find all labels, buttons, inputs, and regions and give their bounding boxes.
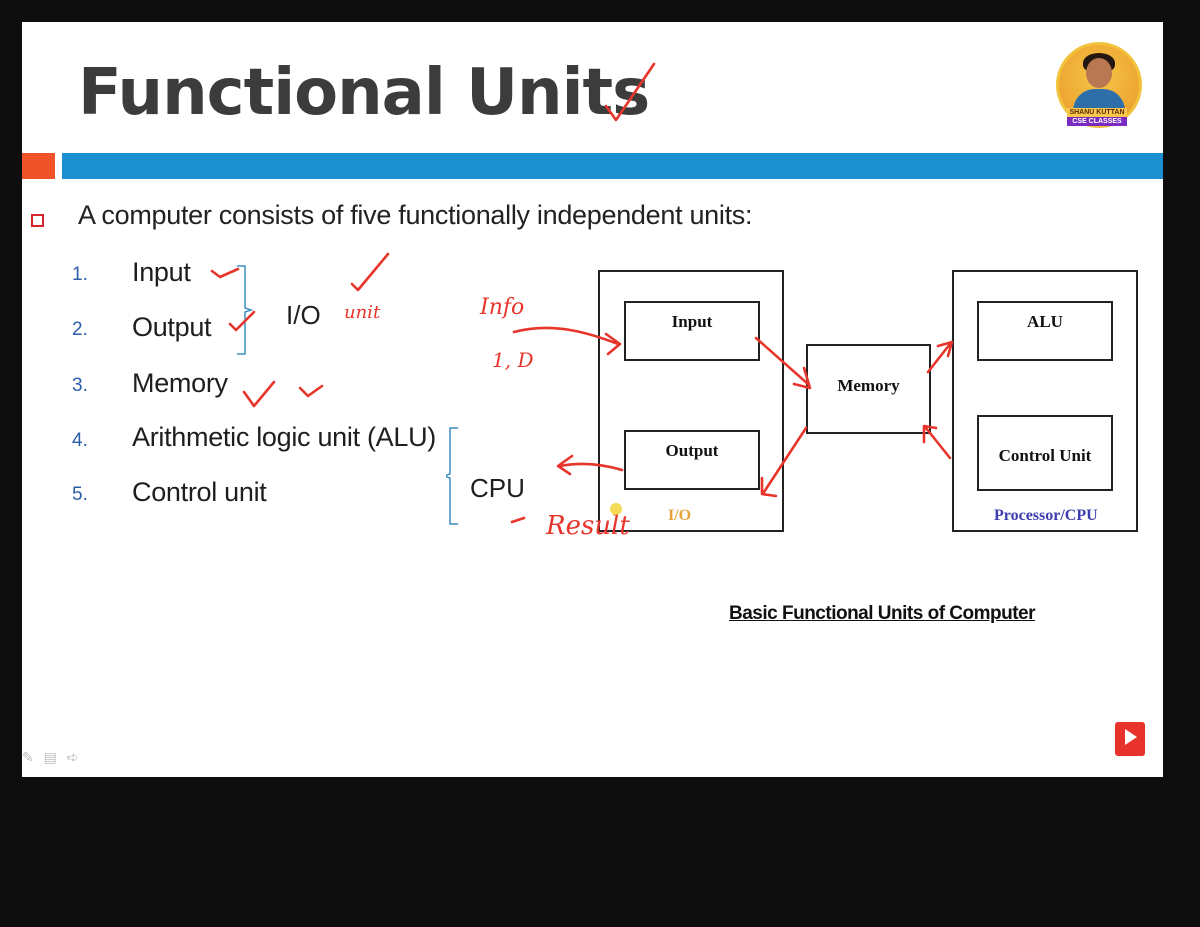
pen-icon[interactable]: ✎ [22, 749, 34, 765]
youtube-play-icon[interactable] [1115, 722, 1145, 756]
cpu-brace [446, 427, 458, 525]
slide-toolbar: ✎ ▤ ➪ [22, 749, 78, 766]
output-box: Output [624, 430, 760, 490]
arrow-right-icon[interactable]: ➪ [66, 749, 79, 765]
list-number: 5. [72, 484, 88, 505]
checkmark-io [350, 252, 390, 292]
io-brace [237, 265, 254, 355]
cpu-caption: Processor/CPU [994, 507, 1098, 524]
list-item-output: Output [132, 312, 212, 342]
io-label: I/O [286, 300, 321, 330]
accent-bar-blue [62, 153, 1163, 179]
list-number: 3. [72, 375, 88, 396]
input-box-label: Input [671, 312, 713, 331]
checkmark-memory-2 [298, 384, 324, 398]
list-item-memory: Memory [132, 368, 228, 398]
arrow-memory-to-alu [926, 340, 954, 374]
list-number: 4. [72, 430, 88, 451]
list-item-input: Input [132, 257, 191, 287]
slide-title: Functional Units [78, 56, 650, 130]
alu-box-label: ALU [1027, 312, 1063, 331]
annotation-info: Info [479, 295, 524, 320]
accent-bar-orange [22, 153, 55, 179]
slide: Functional Units SHANU KUTTAN CSE CLASSE… [22, 22, 1163, 777]
control-unit-box-label: Control Unit [998, 446, 1092, 465]
output-box-label: Output [665, 441, 719, 460]
checkmark-memory-1 [242, 380, 276, 408]
list-number: 1. [72, 264, 88, 285]
annotation-id: 1, D [492, 348, 533, 372]
cpu-label: CPU [470, 473, 525, 503]
alu-box: ALU [977, 301, 1113, 361]
memory-box-label: Memory [837, 376, 900, 395]
channel-name: SHANU KUTTAN [1067, 108, 1127, 117]
dash-result [510, 516, 526, 524]
channel-badge: SHANU KUTTAN CSE CLASSES [1067, 108, 1127, 126]
square-bullet-icon [31, 214, 44, 227]
annotation-unit: unit [344, 302, 381, 323]
control-unit-box: Control Unit [977, 415, 1113, 491]
list-item-control-unit: Control unit [132, 477, 267, 507]
io-caption: I/O [668, 507, 692, 524]
channel-subtitle: CSE CLASSES [1067, 117, 1127, 126]
memory-box: Memory [806, 344, 931, 434]
menu-icon[interactable]: ▤ [43, 749, 57, 765]
diagram-caption: Basic Functional Units of Computer [729, 603, 1036, 624]
input-box: Input [624, 301, 760, 361]
list-item-alu: Arithmetic logic unit (ALU) [132, 422, 436, 452]
list-number: 2. [72, 319, 88, 340]
intro-text: A computer consists of five functionally… [78, 200, 753, 230]
